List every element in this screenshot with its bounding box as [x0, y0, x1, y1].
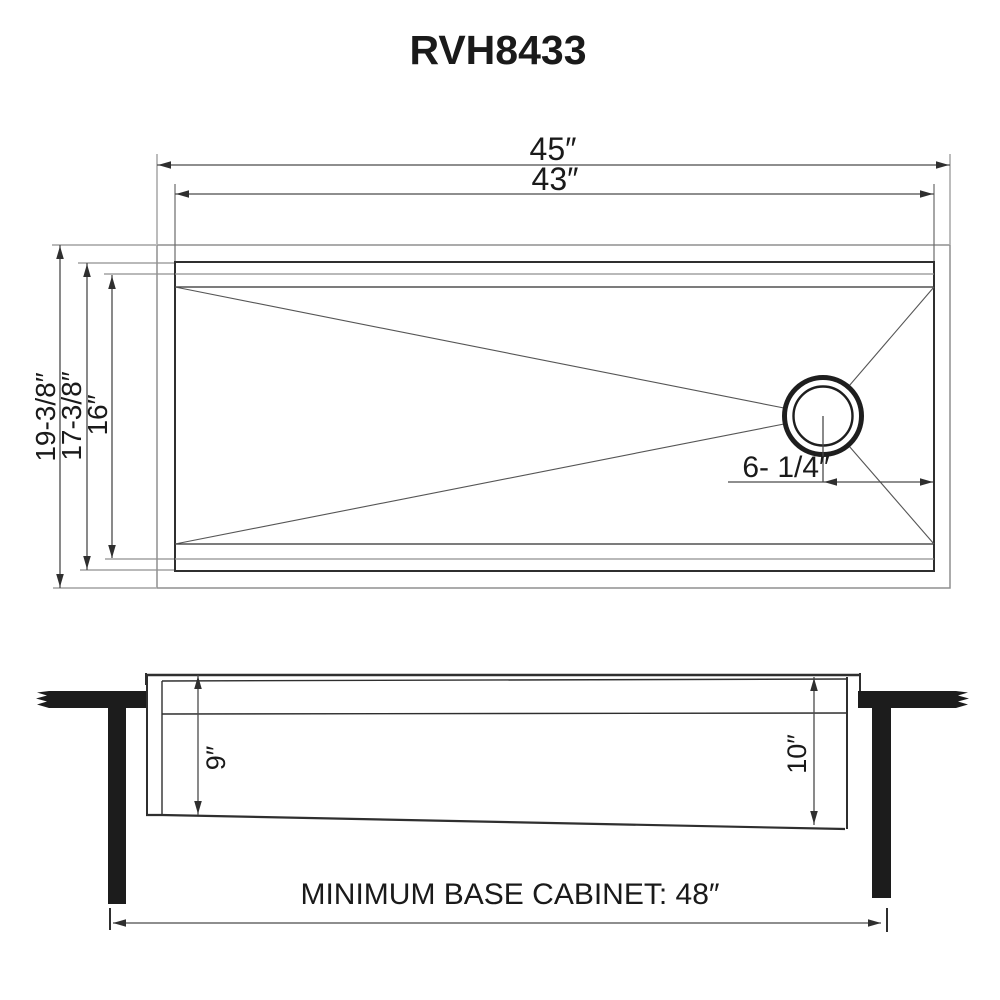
sink-profile: [145, 673, 861, 831]
top-view-outer-rect: [156, 244, 951, 589]
dim-overall-width: 45″: [156, 131, 951, 244]
dim-base-cabinet: MINIMUM BASE CABINET: 48″: [109, 878, 888, 932]
page-title: RVH8433: [409, 27, 586, 73]
drain-slope-lines: [174, 286, 935, 545]
back-edge-line: [161, 712, 848, 715]
overall-width-label: 45″: [530, 131, 577, 167]
top-view-rim-rect: [174, 261, 935, 572]
cabinet-side-right: [872, 708, 891, 898]
side-view: 9″ 10″ MINIMUM BASE CABINET: 48″: [36, 673, 969, 932]
dim-right-depth: 10″: [782, 677, 818, 825]
cabinet-side-left: [108, 708, 126, 904]
sloped-bottom: [146, 813, 846, 831]
bowl-depth-label: 16″: [82, 394, 113, 435]
inner-rim-line: [161, 678, 848, 682]
countertop-right: [858, 691, 969, 708]
overall-depth-label: 19-3/8″: [30, 372, 61, 461]
base-cabinet-label: MINIMUM BASE CABINET: 48″: [300, 878, 719, 911]
countertop-left: [36, 691, 146, 708]
right-depth-label: 10″: [782, 734, 812, 774]
dim-drain-offset: 6- 1/4″: [728, 451, 933, 486]
drain: [782, 375, 864, 482]
top-view: 45″ 43″ 19-3/8″ 17-3/8″: [30, 131, 951, 589]
dim-bowl-width: 43″: [174, 161, 935, 261]
dim-left-depth: 9″: [194, 675, 231, 815]
rim-depth-label: 17-3/8″: [56, 371, 87, 460]
drain-offset-label: 6- 1/4″: [742, 451, 830, 484]
dim-bowl-depth: 16″: [82, 273, 174, 560]
bowl-width-label: 43″: [532, 161, 579, 197]
left-depth-label: 9″: [201, 745, 231, 770]
dim-rim-depth: 17-3/8″: [56, 262, 174, 571]
dim-overall-depth: 19-3/8″: [30, 244, 156, 589]
